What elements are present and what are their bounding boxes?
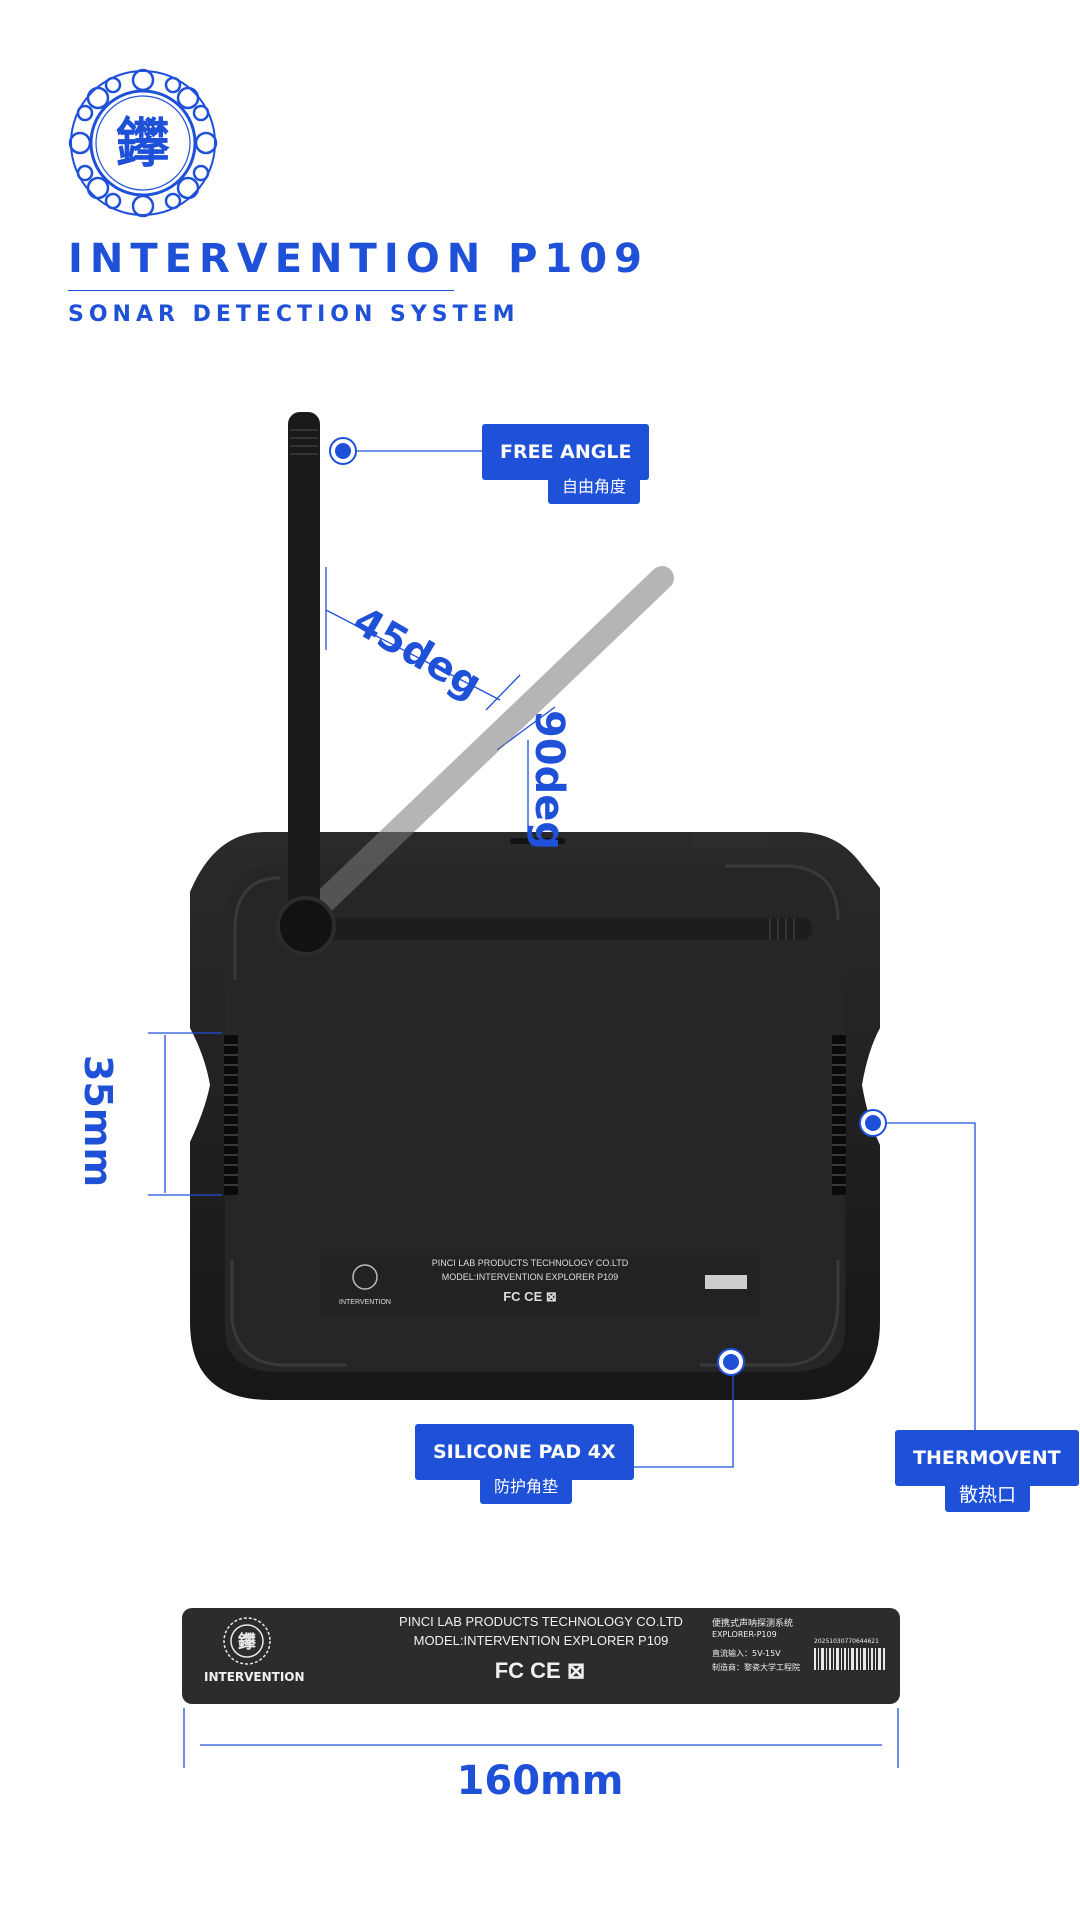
free-angle-tag-cn: 自由角度 <box>548 470 641 504</box>
device-illustration: PINCI LAB PRODUCTS TECHNOLOGY CO.LTD MOD… <box>148 412 976 1468</box>
sticker-model: MODEL:INTERVENTION EXPLORER P109 <box>413 1633 669 1648</box>
barcode-icon <box>814 1648 885 1670</box>
device-label-sticker: 鑻 INTERVENTION PINCI LAB PRODUCTS TECHNO… <box>182 1608 900 1704</box>
antenna-ghost-45 <box>298 566 674 927</box>
sticker-seal-icon: 鑻 <box>223 1617 271 1665</box>
device-body: PINCI LAB PRODUCTS TECHNOLOGY CO.LTD MOD… <box>190 832 880 1400</box>
silicone-pad-tag-cn: 防护角垫 <box>480 1470 573 1504</box>
svg-text:FC CE ⊠: FC CE ⊠ <box>503 1289 557 1304</box>
thermovent-tag-cn: 散热口 <box>945 1478 1031 1512</box>
sticker-cert-marks: FC CE ⊠ <box>494 1658 586 1683</box>
sticker-cn-line4: 制造商：黎瓷大学工程院 <box>712 1663 800 1672</box>
svg-text:INTERVENTION: INTERVENTION <box>339 1299 391 1306</box>
title-divider <box>68 290 454 291</box>
svg-text:PINCI LAB PRODUCTS TECHNOLOGY: PINCI LAB PRODUCTS TECHNOLOGY CO.LTD <box>432 1258 629 1268</box>
sticker-cn-line2: EXPLORER-P109 <box>712 1630 777 1639</box>
sticker-cn-line1: 便携式声呐探测系统 <box>712 1619 794 1629</box>
antenna-folded <box>290 918 812 940</box>
thermovent-tag: THERMOVENT <box>895 1430 1079 1486</box>
callout-dots <box>329 437 887 1376</box>
brand-logo: 鑻 <box>68 68 218 218</box>
sticker-serial: 20251030770644621 <box>814 1638 879 1645</box>
sticker-company: PINCI LAB PRODUCTS TECHNOLOGY CO.LTD <box>399 1614 683 1629</box>
svg-text:鑻: 鑻 <box>238 1631 257 1653</box>
sticker-brand: INTERVENTION <box>204 1670 305 1684</box>
seal-logo-icon: 鑻 <box>68 68 218 218</box>
antenna-upright <box>276 412 336 956</box>
sticker-cn-line3: 直流输入：5V-15V <box>712 1649 781 1658</box>
width-dimension-lines <box>183 1708 899 1768</box>
product-subtitle: SONAR DETECTION SYSTEM <box>68 302 520 327</box>
svg-text:MODEL:INTERVENTION EXPLORER P1: MODEL:INTERVENTION EXPLORER P109 <box>442 1272 618 1282</box>
angle-90-label: 90deg <box>526 710 572 851</box>
svg-text:鑻: 鑻 <box>116 111 170 175</box>
width-160mm-label: 160mm <box>456 1758 624 1804</box>
product-title: INTERVENTION P109 <box>68 236 649 282</box>
height-35mm-label: 35mm <box>76 1055 120 1188</box>
